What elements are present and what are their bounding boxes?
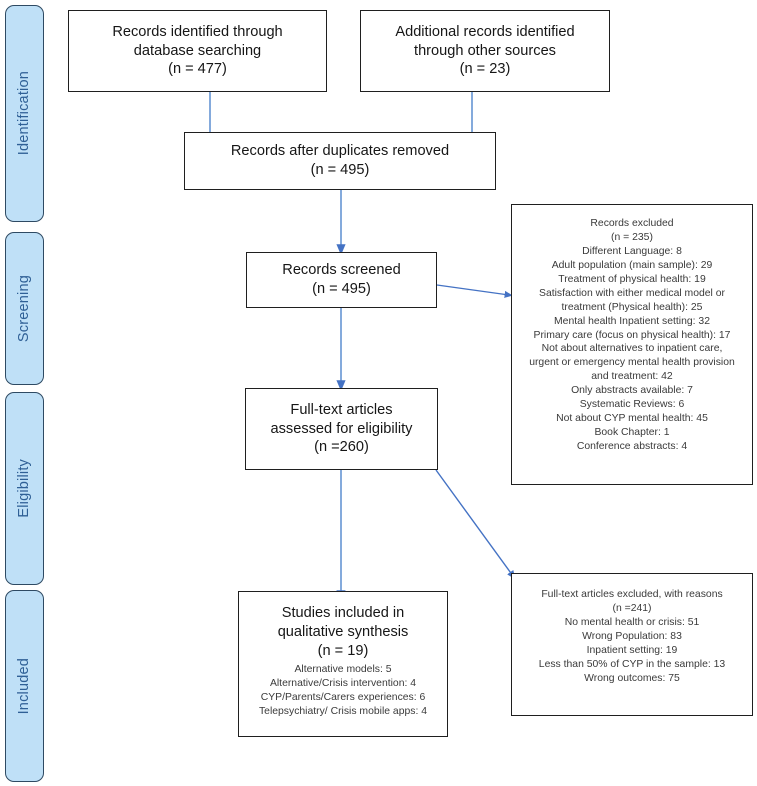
fulltext-excluded-reason: No mental health or crisis: 51 (564, 616, 700, 628)
box-line: through other sources (414, 42, 556, 59)
records-excluded-reason: Book Chapter: 1 (594, 427, 670, 439)
connector-screened-to-records-excluded (436, 284, 513, 298)
records-excluded-reason: treatment (Physical health): 25 (561, 301, 703, 313)
box-additional-records-other-sources: Additional records identified through ot… (360, 10, 610, 92)
fulltext-excluded-reason: Inpatient setting: 19 (586, 644, 678, 656)
fulltext-excluded-reason: Less than 50% of CYP in the sample: 13 (538, 658, 726, 670)
records-excluded-reason: Conference abstracts: 4 (576, 441, 688, 452)
records-excluded-reason: Adult population (main sample): 29 (551, 259, 713, 271)
box-fulltext-articles-excluded: Full-text articles excluded, with reason… (511, 573, 753, 716)
box-line: Records screened (282, 262, 401, 279)
box-line: Records identified through (112, 23, 283, 40)
fulltext-excluded-heading: Full-text articles excluded, with reason… (541, 589, 723, 600)
box-records-identified-database: Records identified through database sear… (68, 10, 327, 92)
box-fulltext-articles-assessed: Full-text articles assessed for eligibil… (245, 388, 438, 470)
stage-included: Included (5, 590, 44, 782)
box-studies-included: Studies included in qualitative synthesi… (238, 591, 448, 737)
records-excluded-reason: Mental health Inpatient setting: 32 (554, 315, 710, 327)
stage-label: Eligibility (16, 459, 33, 518)
box-line: (n = 19) (317, 642, 369, 659)
box-line: (n = 495) (310, 162, 370, 178)
included-detail: Alternative/Crisis intervention: 4 (269, 677, 417, 689)
records-excluded-count: (n = 235) (611, 231, 653, 243)
box-line: qualitative synthesis (277, 623, 409, 640)
records-excluded-reason: Only abstracts available: 7 (571, 385, 693, 397)
box-records-screened: Records screened (n = 495) (246, 252, 437, 308)
box-line: assessed for eligibility (270, 420, 413, 437)
records-excluded-reason: Not about CYP mental health: 45 (556, 413, 708, 425)
box-records-excluded: Records excluded (n = 235) Different Lan… (511, 204, 753, 485)
box-line: (n = 477) (168, 61, 227, 78)
records-excluded-reason: and treatment: 42 (591, 371, 673, 383)
included-detail: Telepsychiatry/ Crisis mobile apps: 4 (258, 705, 428, 717)
box-line: Records after duplicates removed (230, 143, 450, 160)
box-line: Studies included in (281, 605, 405, 621)
stage-eligibility: Eligibility (5, 392, 44, 585)
records-excluded-reason: Satisfaction with either medical model o… (539, 287, 725, 299)
fulltext-excluded-reason: Wrong outcomes: 75 (584, 672, 680, 684)
stage-label: Screening (16, 274, 33, 343)
box-line: Full-text articles (290, 401, 393, 418)
records-excluded-reason: Different Language: 8 (582, 245, 682, 257)
box-line: Additional records identified (395, 23, 575, 40)
box-line: (n =260) (314, 439, 369, 456)
records-excluded-reason: Systematic Reviews: 6 (579, 399, 685, 411)
records-excluded-heading: Records excluded (590, 218, 674, 229)
box-line: database searching (133, 42, 262, 59)
stage-label: Included (16, 657, 33, 715)
records-excluded-reason: Primary care (focus on physical health):… (533, 329, 731, 341)
stage-identification: Identification (5, 5, 44, 222)
box-line: (n = 495) (312, 281, 371, 297)
fulltext-excluded-count: (n =241) (612, 602, 652, 614)
records-excluded-reason: Not about alternatives to inpatient care… (541, 343, 723, 355)
included-detail: Alternative models: 5 (294, 663, 392, 675)
records-excluded-reason: Treatment of physical health: 19 (558, 273, 706, 285)
records-excluded-reason: urgent or emergency mental health provis… (529, 357, 735, 369)
stage-screening: Screening (5, 232, 44, 385)
fulltext-excluded-reason: Wrong Population: 83 (582, 630, 682, 642)
box-line: (n = 23) (459, 61, 511, 78)
included-detail: CYP/Parents/Carers experiences: 6 (260, 691, 426, 703)
connector-fulltext-assessed-to-fulltext-excluded (435, 469, 516, 580)
box-records-after-duplicates-removed: Records after duplicates removed (n = 49… (184, 132, 496, 190)
stage-label: Identification (16, 71, 33, 156)
